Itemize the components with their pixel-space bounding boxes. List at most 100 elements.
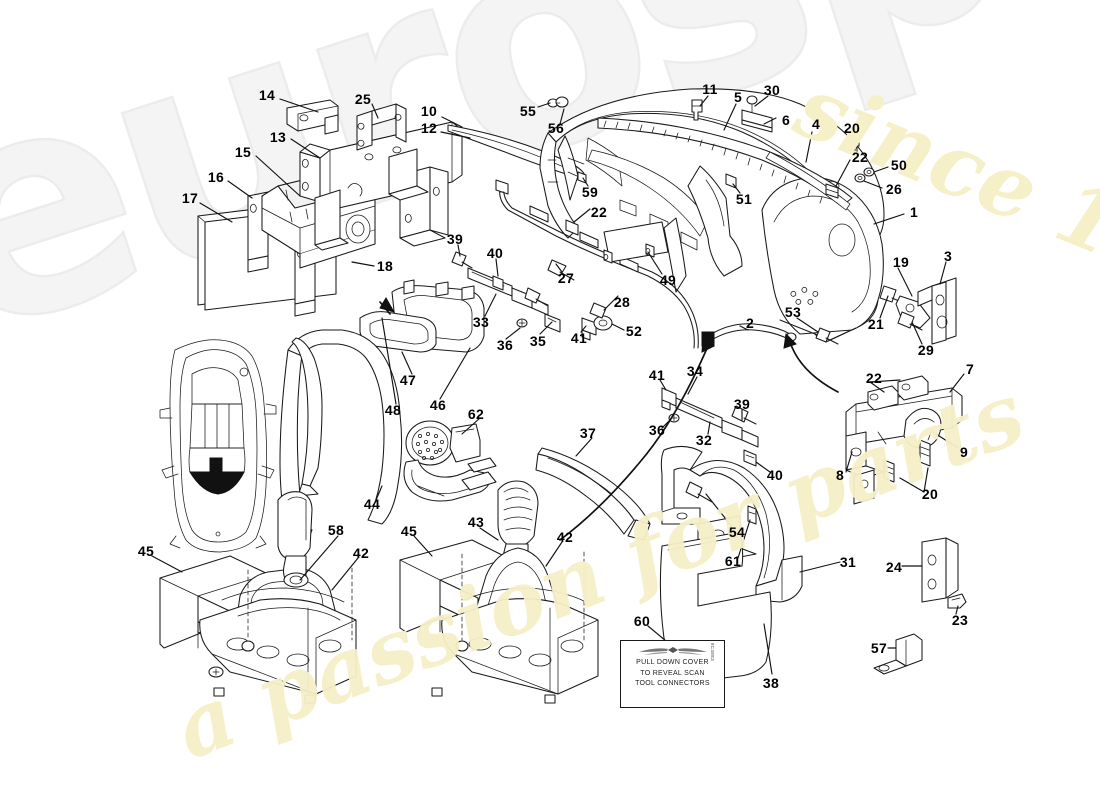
callout-number-22c: 22 — [865, 370, 883, 386]
part-7-9-bracket-assembly — [845, 375, 963, 505]
callout-number-41b: 41 — [648, 367, 666, 383]
callout-number-33: 33 — [472, 314, 490, 330]
callout-number-5: 5 — [733, 89, 743, 105]
callout-number-31: 31 — [839, 554, 857, 570]
callout-number-36a: 36 — [496, 337, 514, 353]
callout-number-49: 49 — [659, 272, 677, 288]
callout-number-23: 23 — [951, 612, 969, 628]
callout-number-22a: 22 — [851, 149, 869, 165]
callout-number-58: 58 — [327, 522, 345, 538]
callout-number-24: 24 — [885, 559, 903, 575]
callout-number-57: 57 — [870, 640, 888, 656]
callout-number-8: 8 — [835, 467, 845, 483]
callout-number-6: 6 — [781, 112, 791, 128]
callout-number-16: 16 — [207, 169, 225, 185]
callout-number-13: 13 — [269, 129, 287, 145]
part-46-47-vent — [359, 279, 485, 353]
decal-line-3: TOOL CONNECTORS — [635, 680, 710, 687]
callout-number-44: 44 — [363, 496, 381, 512]
part-23-clip — [947, 593, 967, 609]
callout-number-61: 61 — [724, 553, 742, 569]
part-13-crossbeam — [299, 121, 463, 251]
callout-number-12: 12 — [420, 120, 438, 136]
vehicle-plan-silhouette — [159, 339, 277, 553]
callout-number-27: 27 — [557, 270, 575, 286]
part-55-56-fasteners — [547, 96, 569, 108]
assembly-arrows — [379, 297, 839, 541]
callout-number-18: 18 — [376, 258, 394, 274]
part-43-42-right-console — [399, 480, 599, 704]
callout-number-36b: 36 — [648, 422, 666, 438]
callout-number-21: 21 — [867, 316, 885, 332]
callout-number-45b: 45 — [400, 523, 418, 539]
part-45-42-58-left-console — [159, 491, 357, 704]
decal-line-2: TO REVEAL SCAN — [640, 669, 705, 677]
callout-number-38: 38 — [762, 675, 780, 691]
callout-number-35: 35 — [529, 333, 547, 349]
part-62-speaker-assembly — [403, 420, 497, 502]
part-24-bracket — [921, 537, 959, 603]
callout-number-9: 9 — [959, 444, 969, 460]
callout-number-7: 7 — [965, 361, 975, 377]
callout-number-55: 55 — [519, 103, 537, 119]
callout-number-52: 52 — [625, 323, 643, 339]
callout-number-30: 30 — [763, 82, 781, 98]
callout-number-2: 2 — [745, 315, 755, 331]
callout-number-11: 11 — [702, 81, 718, 97]
part-53-bolt — [815, 327, 839, 345]
callout-number-25: 25 — [354, 91, 372, 107]
callout-number-26: 26 — [885, 181, 903, 197]
callout-number-22b: 22 — [590, 204, 608, 220]
callout-number-32: 32 — [695, 432, 713, 448]
callout-number-42a: 42 — [352, 545, 370, 561]
callout-number-60: 60 — [633, 613, 651, 629]
part-33-strut-assembly — [451, 251, 613, 341]
callout-number-56: 56 — [547, 120, 565, 136]
part-14-bracket — [286, 99, 339, 135]
part-37-curved-trim — [535, 447, 651, 541]
callout-number-15: 15 — [234, 144, 252, 160]
callout-number-48: 48 — [384, 402, 402, 418]
scan-tool-decal: PULL DOWN COVER TO REVEAL SCAN TOOL CONN… — [620, 640, 725, 708]
callout-number-20b: 20 — [921, 486, 939, 502]
part-25-u-bracket — [356, 103, 407, 151]
part-2-cable — [701, 323, 797, 347]
callout-number-41a: 41 — [570, 330, 588, 346]
callout-number-43: 43 — [467, 514, 485, 530]
part-49-panel — [603, 221, 669, 264]
leader-lines — [151, 95, 965, 675]
callout-number-46: 46 — [429, 397, 447, 413]
callout-number-59: 59 — [581, 184, 599, 200]
decal-part-code: 9C4883 — [710, 642, 715, 661]
callout-number-17: 17 — [181, 190, 199, 206]
callout-number-39a: 39 — [446, 231, 464, 247]
callout-number-40b: 40 — [766, 467, 784, 483]
part-22-clip-top — [825, 183, 839, 199]
callout-number-19: 19 — [892, 254, 910, 270]
part-3-19-21-29-hinge — [879, 277, 957, 345]
callout-number-45a: 45 — [137, 543, 155, 559]
callout-number-47: 47 — [399, 372, 417, 388]
part-57-bracket — [873, 633, 923, 675]
callout-number-40a: 40 — [486, 245, 504, 261]
callout-number-62: 62 — [467, 406, 485, 422]
callout-number-50: 50 — [890, 157, 908, 173]
callout-number-10: 10 — [420, 103, 438, 119]
decal-line-1: PULL DOWN COVER — [636, 659, 709, 666]
callout-number-37: 37 — [579, 425, 597, 441]
callout-number-51: 51 — [735, 191, 753, 207]
aston-martin-wings-logo — [638, 647, 707, 655]
callout-number-20: 20 — [843, 120, 861, 136]
part-50-26-washers — [854, 167, 875, 183]
callout-number-29: 29 — [917, 342, 935, 358]
callout-number-3: 3 — [943, 248, 953, 264]
callout-number-34: 34 — [686, 363, 704, 379]
callout-number-1: 1 — [909, 204, 919, 220]
callout-number-28: 28 — [613, 294, 631, 310]
callout-number-39b: 39 — [733, 396, 751, 412]
callout-number-42b: 42 — [556, 529, 574, 545]
callout-number-54: 54 — [728, 524, 746, 540]
part-32-strut-assembly — [661, 387, 759, 467]
